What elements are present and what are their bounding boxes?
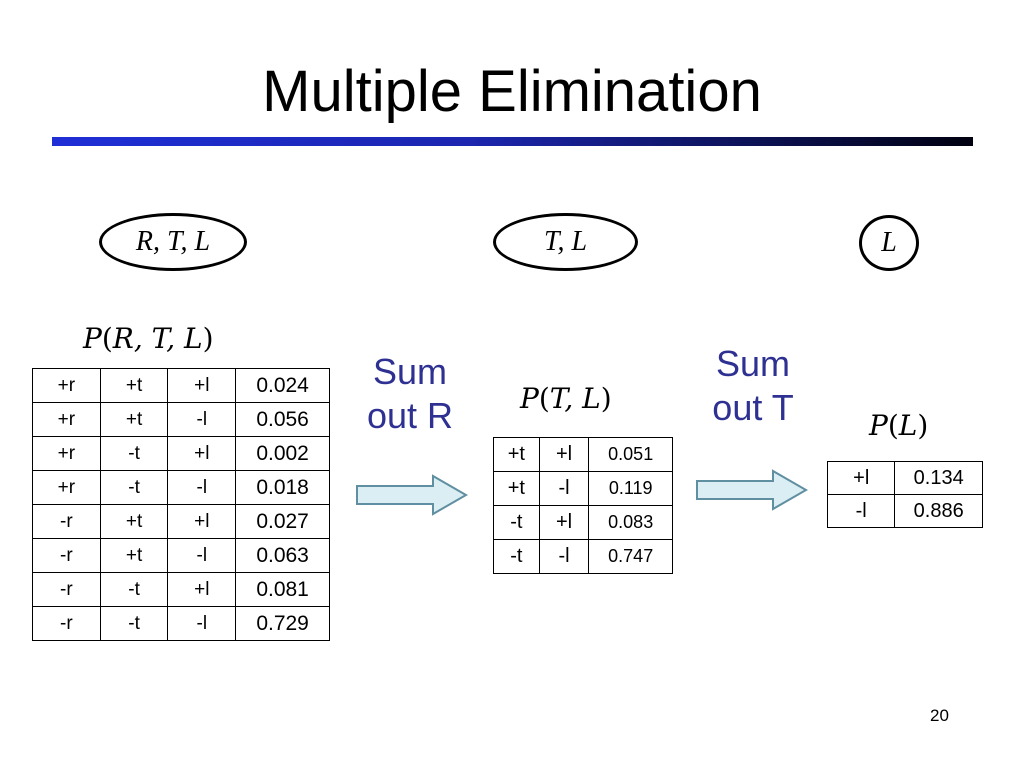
assignment-cell: +r [32, 470, 101, 505]
assignment-cell: +t [99, 538, 169, 573]
assignment-cell: +l [538, 437, 590, 472]
sum-out-t-line2: out T [712, 387, 794, 428]
variables-tl-ellipse: T, L [493, 213, 638, 271]
assignment-cell: +l [167, 504, 237, 539]
probability-cell: 0.002 [235, 436, 330, 471]
probability-cell: 0.119 [588, 471, 673, 506]
assignment-cell: +l [826, 461, 896, 495]
probability-cell: 0.027 [235, 504, 330, 539]
assignment-cell: +t [99, 368, 169, 403]
sum-out-t-line1: Sum [715, 343, 791, 384]
factor-tl-vars: T, L [549, 382, 601, 415]
variables-tl-label: T, L [543, 226, 588, 257]
variables-rtl-ellipse: R, T, L [99, 213, 247, 271]
factor-tl-label: P(T, L) [520, 382, 612, 415]
variables-l-label: L [881, 227, 897, 258]
probability-cell: 0.051 [588, 437, 673, 472]
assignment-cell: +l [167, 436, 237, 471]
assignment-cell: -r [32, 538, 101, 573]
factor-rtl-label: P(R, T, L) [83, 322, 214, 355]
probability-cell: 0.729 [235, 606, 330, 641]
assignment-cell: -t [99, 436, 169, 471]
probability-cell: 0.134 [894, 461, 983, 495]
probability-cell: 0.886 [894, 494, 983, 528]
assignment-cell: +l [167, 368, 237, 403]
probability-cell: 0.747 [588, 539, 673, 574]
sum-out-r-line2: out R [366, 395, 454, 436]
assignment-cell: -r [32, 572, 101, 607]
arrow-right-icon [356, 474, 469, 516]
assignment-cell: -t [99, 606, 169, 641]
assignment-cell: -l [538, 539, 590, 574]
page-number: 20 [930, 706, 949, 725]
assignment-cell: -t [493, 539, 540, 574]
assignment-cell: +l [167, 572, 237, 607]
assignment-cell: -r [32, 504, 101, 539]
assignment-cell: +t [493, 471, 540, 506]
assignment-cell: -l [826, 494, 896, 528]
assignment-cell: +l [538, 505, 590, 540]
assignment-cell: -t [493, 505, 540, 540]
probability-cell: 0.063 [235, 538, 330, 573]
assignment-cell: +r [32, 436, 101, 471]
assignment-cell: -l [167, 606, 237, 641]
probability-cell: 0.018 [235, 470, 330, 505]
factor-rtl-vars: R, T, L [112, 322, 203, 355]
assignment-cell: -l [167, 470, 237, 505]
slide-title: Multiple Elimination [262, 59, 762, 124]
probability-cell: 0.024 [235, 368, 330, 403]
assignment-cell: +r [32, 368, 101, 403]
assignment-cell: -t [99, 572, 169, 607]
assignment-cell: +t [99, 402, 169, 437]
assignment-cell: -t [99, 470, 169, 505]
factor-l-vars: L [898, 409, 918, 442]
variables-rtl-label: R, T, L [135, 226, 211, 257]
assignment-cell: -l [167, 402, 237, 437]
assignment-cell: -r [32, 606, 101, 641]
assignment-cell: +r [32, 402, 101, 437]
probability-cell: 0.056 [235, 402, 330, 437]
title-underline [52, 137, 973, 146]
sum-out-r-label: Sum out R [355, 350, 465, 438]
assignment-cell: +t [99, 504, 169, 539]
probability-cell: 0.083 [588, 505, 673, 540]
variables-l-ellipse: L [859, 215, 919, 271]
arrow-right-icon [696, 469, 809, 511]
probability-cell: 0.081 [235, 572, 330, 607]
assignment-cell: +t [493, 437, 540, 472]
sum-out-t-label: Sum out T [698, 342, 808, 430]
sum-out-r-line1: Sum [372, 351, 448, 392]
assignment-cell: -l [538, 471, 590, 506]
factor-l-label: P(L) [869, 409, 929, 442]
assignment-cell: -l [167, 538, 237, 573]
